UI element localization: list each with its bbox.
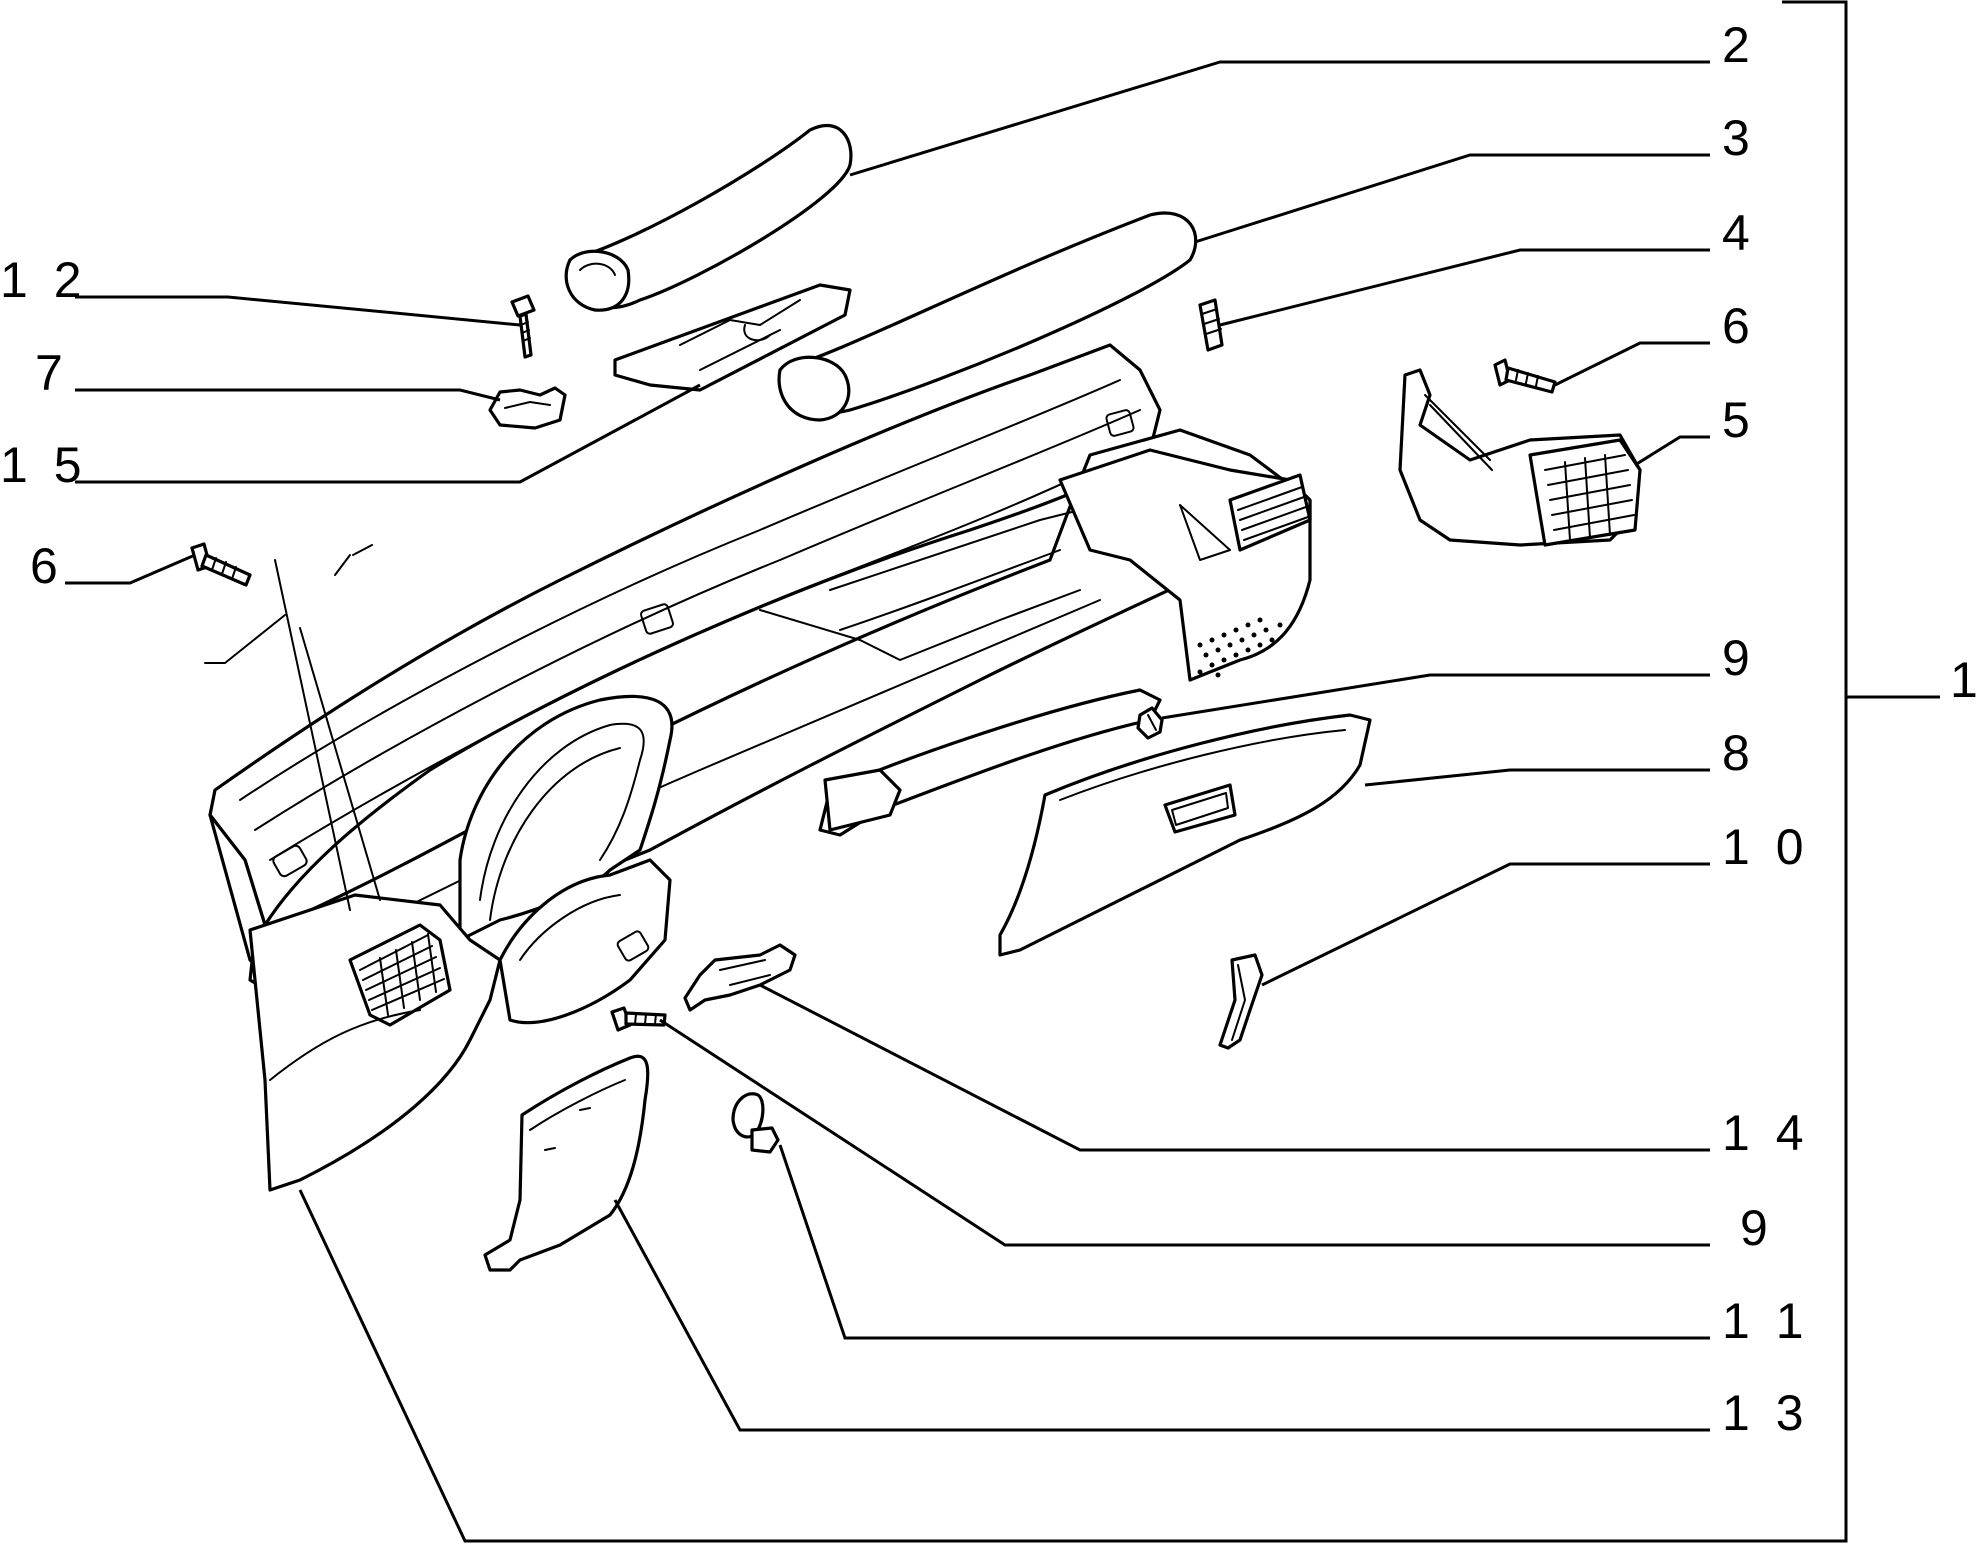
- callout-7: 7: [35, 345, 69, 401]
- latch-14: [683, 943, 797, 1012]
- callout-6-left: 6: [30, 538, 64, 594]
- screw-12: [510, 294, 536, 359]
- callout-2: 2: [1722, 17, 1756, 73]
- push-clip-11: [731, 1092, 780, 1154]
- leader-9b: [659, 1018, 1710, 1247]
- screw-9-upper: [1136, 706, 1164, 740]
- callout-11: 1 1: [1722, 1293, 1810, 1349]
- leader-9a: [1161, 673, 1710, 720]
- lower-cover-panel: [483, 1054, 650, 1272]
- callout-13: 1 3: [1722, 1385, 1810, 1441]
- callout-12: 1 2: [0, 252, 88, 308]
- screw-6-right: [1493, 358, 1557, 394]
- screw-6-left: [190, 542, 252, 587]
- callout-15: 1 5: [0, 437, 88, 493]
- callout-6-right: 6: [1722, 298, 1756, 354]
- upper-pad-cover-right: [777, 211, 1198, 422]
- callout-10: 1 0: [1722, 819, 1810, 875]
- screw-4: [1198, 298, 1224, 352]
- leader-1: [298, 0, 1848, 1543]
- callout-9-upper: 9: [1722, 630, 1756, 686]
- leader-15: [75, 383, 701, 484]
- leader-6l: [65, 553, 196, 585]
- callout-labels: 2 3 4 6 5 1 2 7 1 5 6 9 8 1 0 1 4 9 1 1 …: [0, 17, 1978, 1441]
- leader-2: [849, 60, 1710, 177]
- leader-4: [1219, 248, 1710, 327]
- callout-3: 3: [1722, 110, 1756, 166]
- callout-9-lower: 9: [1740, 1200, 1774, 1256]
- glovebox-door: [998, 713, 1372, 957]
- leader-6r: [1554, 341, 1710, 387]
- speaker-grille-pattern: [1197, 617, 1283, 678]
- leader-12: [75, 295, 521, 327]
- leader-7: [75, 388, 501, 402]
- callout-8: 8: [1722, 725, 1756, 781]
- leader-13: [613, 1199, 1710, 1432]
- leader-11: [778, 1144, 1710, 1340]
- callout-4: 4: [1722, 205, 1756, 261]
- leader-lines: [65, 0, 1940, 1543]
- leader-8: [1364, 768, 1710, 787]
- leader-5: [1634, 435, 1710, 467]
- callout-1: 1: [1950, 652, 1978, 708]
- leader-10: [1261, 862, 1710, 987]
- side-vent-housing: [1398, 368, 1642, 547]
- leader-3: [1194, 153, 1710, 244]
- dashboard-panel: [208, 343, 1312, 1192]
- screw-9-lower: [610, 1006, 667, 1032]
- bracket-tray: [613, 283, 852, 392]
- trim-piece-10: [1218, 953, 1264, 1050]
- upper-pad-cover: [564, 123, 853, 312]
- clip-7: [488, 386, 567, 430]
- callout-14: 1 4: [1722, 1105, 1810, 1161]
- leader-14: [759, 983, 1710, 1152]
- callout-5: 5: [1722, 392, 1756, 448]
